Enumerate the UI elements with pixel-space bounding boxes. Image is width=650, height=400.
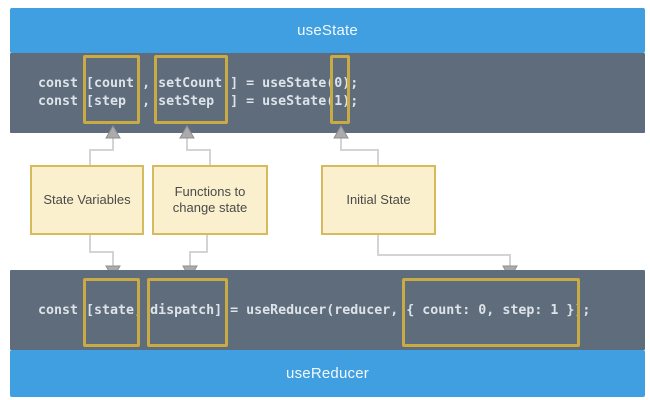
usereducer-code: const [state, dispatch] = useReducer(red…	[38, 302, 590, 320]
highlight-state-token	[83, 278, 140, 347]
callout-initial-state-label: Initial State	[346, 192, 411, 207]
usereducer-header: useReducer	[10, 350, 645, 397]
callout-state-variables-label: State Variables	[43, 192, 131, 207]
highlight-initial-state-object	[402, 278, 580, 347]
connector-functions-up	[186, 137, 211, 165]
connector-statevars-up	[89, 137, 114, 165]
connector-initial-down	[377, 235, 511, 266]
highlight-setter-functions-tokens	[154, 55, 228, 124]
callout-initial-state: Initial State	[321, 165, 436, 235]
highlight-initial-values-tokens	[330, 55, 350, 124]
usestate-code-panel: const [count , setCount ] = useState(0);…	[10, 53, 645, 133]
usestate-header: useState	[10, 8, 645, 53]
callout-functions-to-change-state: Functions to change state	[152, 165, 268, 235]
code-line-3: const [state, dispatch] = useReducer(red…	[38, 303, 591, 318]
usereducer-code-panel: const [state, dispatch] = useReducer(red…	[10, 270, 645, 350]
code-line-2: const [step , setStep ] = useState(1);	[38, 94, 359, 109]
usestate-title: useState	[297, 22, 358, 39]
usereducer-title: useReducer	[286, 365, 369, 382]
callout-state-variables: State Variables	[30, 165, 144, 235]
highlight-dispatch-token	[147, 278, 228, 347]
highlight-state-variables-tokens	[83, 55, 140, 124]
connector-functions-down	[189, 235, 208, 266]
usestate-code: const [count , setCount ] = useState(0);…	[38, 75, 358, 111]
code-line-1: const [count , setCount ] = useState(0);	[38, 76, 359, 91]
connector-statevars-down	[89, 235, 114, 266]
connector-initial-up	[340, 137, 379, 165]
callout-functions-label: Functions to change state	[172, 184, 248, 215]
